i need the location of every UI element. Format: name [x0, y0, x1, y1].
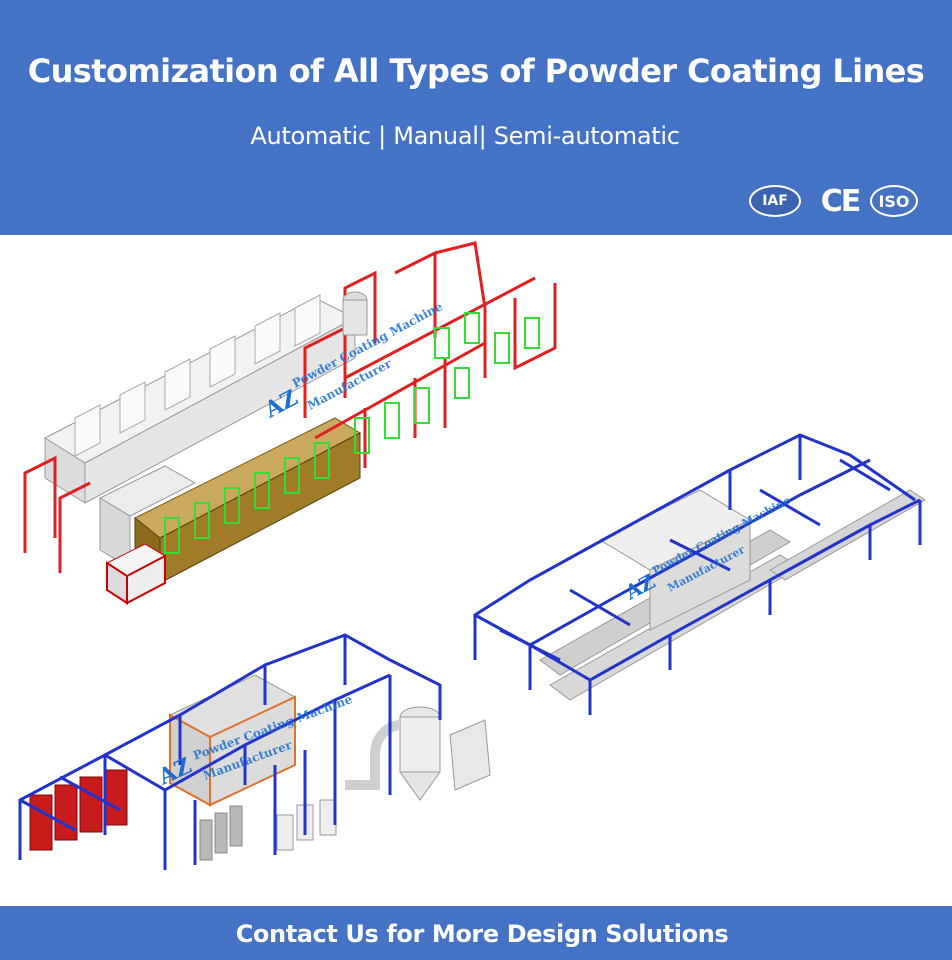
contact-cta[interactable]: Contact Us for More Design Solutions — [235, 920, 729, 948]
page-subtitle: Automatic | Manual| Semi-automatic — [250, 122, 680, 150]
page-title: Customization of All Types of Powder Coa… — [27, 52, 925, 90]
automatic-line-illustration: AZ Powder Coating Machine Manufacturer — [23, 241, 557, 605]
manual-line-illustration: AZ Powder Coating Machine Manufacturer — [18, 633, 491, 870]
header-banner: Customization of All Types of Powder Coa… — [0, 0, 952, 235]
footer-banner[interactable]: Contact Us for More Design Solutions — [0, 906, 952, 960]
overhead-conveyor-illustration: AZ Powder Coating Machine Manufacturer — [473, 433, 926, 715]
ce-mark-icon: CE — [820, 183, 862, 219]
iso-logo-icon: ISO — [870, 185, 918, 217]
iaf-logo-icon: IAF — [749, 185, 801, 217]
